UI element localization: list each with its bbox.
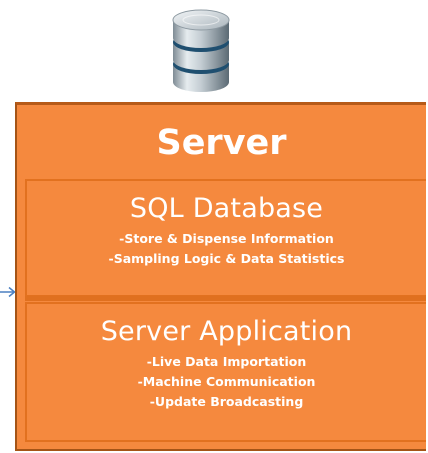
server-application-item: -Update Broadcasting bbox=[149, 394, 304, 409]
database-icon bbox=[172, 9, 230, 92]
panel-divider bbox=[25, 296, 426, 301]
server-box: Server SQL Database -Store & Dispense In… bbox=[15, 102, 426, 451]
server-application-item: -Machine Communication bbox=[137, 374, 316, 389]
server-application-panel: Server Application -Live Data Importatio… bbox=[25, 302, 426, 442]
sql-database-title: SQL Database bbox=[129, 193, 324, 224]
server-title: Server bbox=[156, 123, 287, 163]
server-application-item: -Live Data Importation bbox=[146, 354, 307, 369]
server-application-title: Server Application bbox=[100, 316, 353, 347]
sql-database-panel: SQL Database -Store & Dispense Informati… bbox=[25, 179, 426, 297]
sql-database-item: -Store & Dispense Information bbox=[119, 231, 334, 246]
arrow-right-icon bbox=[0, 286, 16, 298]
sql-database-item: -Sampling Logic & Data Statistics bbox=[108, 251, 345, 266]
